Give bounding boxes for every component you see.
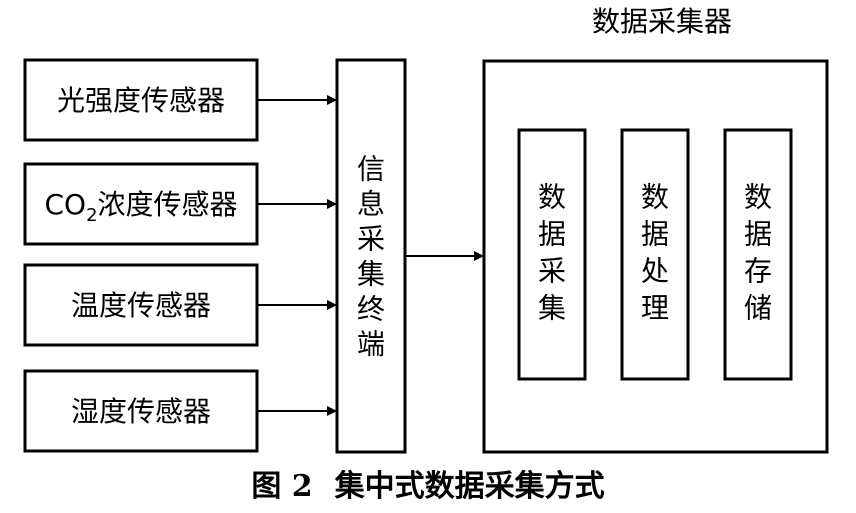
module-processing-label: 数据处理: [641, 181, 669, 325]
sensor-light-box: [23, 58, 259, 142]
vertical-char: 信: [357, 153, 385, 186]
vertical-char: 据: [538, 218, 566, 251]
module-acquisition-label: 数据采集: [538, 181, 566, 325]
collector: 数据采集器 数据采集 数据处理 数据存储: [482, 5, 829, 454]
vertical-char: 端: [357, 328, 385, 361]
vertical-char: 息: [357, 188, 385, 221]
sensor-co2-box: [23, 162, 259, 246]
vertical-char: 理: [641, 292, 669, 325]
module-processing-box: [620, 128, 690, 381]
terminal-box: [335, 58, 407, 454]
vertical-char: 集: [538, 292, 566, 325]
sensor-co2-suffix: 浓度传感器: [98, 188, 238, 221]
vertical-char: 终: [357, 293, 385, 326]
vertical-char: 集: [357, 258, 385, 291]
figure-number: 图 2: [251, 469, 312, 504]
sensor-temperature-box: [23, 263, 259, 347]
vertical-char: 存: [744, 255, 772, 288]
terminal: 信息采集终端: [335, 58, 407, 454]
vertical-char: 数: [538, 181, 566, 214]
module-storage-box: [723, 128, 793, 381]
module-acquisition-box: [517, 128, 587, 381]
module-storage: 数据存储: [723, 128, 793, 381]
vertical-char: 数: [744, 181, 772, 214]
figure-caption: 图 2 集中式数据采集方式: [251, 469, 604, 504]
sensor-co2-prefix: CO: [44, 188, 86, 221]
module-processing: 数据处理: [620, 128, 690, 381]
vertical-char: 据: [641, 218, 669, 251]
vertical-char: 据: [744, 218, 772, 251]
sensor-co2: CO2浓度传感器: [23, 162, 259, 246]
sensor-humidity-label: 湿度传感器: [71, 395, 211, 428]
sensor-light-label: 光强度传感器: [57, 84, 225, 117]
vertical-char: 数: [641, 181, 669, 214]
sensor-co2-label: CO2浓度传感器: [44, 188, 237, 226]
sensor-humidity: 湿度传感器: [23, 369, 259, 453]
terminal-label: 信息采集终端: [357, 153, 385, 361]
vertical-char: 采: [357, 223, 385, 256]
vertical-char: 储: [744, 292, 772, 325]
sensor-temperature: 温度传感器: [23, 263, 259, 347]
module-acquisition: 数据采集: [517, 128, 587, 381]
vertical-char: 采: [538, 255, 566, 288]
vertical-char: 处: [641, 255, 669, 288]
figure-title: 集中式数据采集方式: [334, 469, 605, 504]
sensor-light: 光强度传感器: [23, 58, 259, 142]
collector-title: 数据采集器: [592, 5, 732, 38]
sensor-co2-subscript: 2: [86, 205, 97, 226]
module-storage-label: 数据存储: [744, 181, 772, 325]
sensor-temperature-label: 温度传感器: [71, 289, 211, 322]
